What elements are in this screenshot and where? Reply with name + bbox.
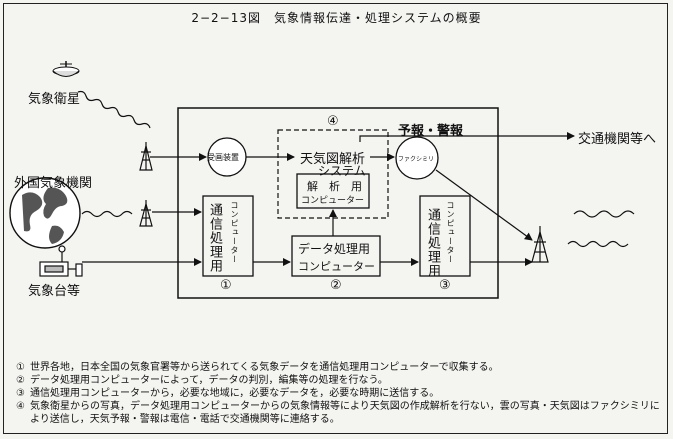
note-text: データ処理用コンピューターによって，データの判別，編集等の処理を行なう。 (30, 375, 388, 386)
marker-circle-1: ① (220, 278, 232, 293)
note-number: ② (16, 375, 25, 386)
label-comm-right-small: コンピューター (446, 201, 455, 264)
label-forecast: 予報・警報 (398, 124, 464, 139)
antenna-left-mid-icon (139, 200, 153, 227)
note-item: ③ 通信処理用コンピューターから，必要な地域に，必要なデータを，必要な時期に送信… (16, 387, 664, 400)
satellite-dish-icon (52, 61, 80, 77)
note-number: ① (16, 362, 25, 373)
broadcast-wave-1 (573, 210, 635, 218)
satellite-signal-wave (77, 90, 151, 129)
note-item: ④ 気象衛星からの写真，データ処理用コンピューターからの気象情報等により天気図の… (16, 400, 664, 426)
analysis-computer-box (296, 173, 370, 209)
note-text: 通信処理用コンピューターから，必要な地域に，必要なデータを，必要な時期に送信する… (30, 388, 440, 399)
globe-icon (9, 177, 81, 249)
note-number: ③ (16, 388, 25, 399)
note-item: ② データ処理用コンピューターによって，データの判別，編集等の処理を行なう。 (16, 374, 664, 387)
marker-circle-4: ④ (327, 114, 339, 129)
marker-circle-3: ③ (439, 278, 451, 293)
figure-title: 2−2−13図 気象情報伝達・処理システムの概要 (191, 11, 482, 25)
facsimile-circle (395, 136, 439, 180)
label-satellite: 気象衛星 (28, 92, 81, 107)
comm-computer-left-box (202, 195, 254, 277)
notes-list: ① 世界各地，日本全国の気象官署等から送られてくる気象データを通信処理用コンピュ… (16, 361, 664, 426)
broadcast-wave-2 (567, 240, 629, 248)
label-traffic: 交通機関等へ (578, 132, 657, 147)
marker-circle-2: ② (330, 278, 342, 293)
label-observatory: 気象台等 (28, 284, 81, 299)
arrow-forecast-to-traffic (359, 132, 575, 142)
antenna-right-icon (531, 226, 549, 263)
foreign-signal-wave (81, 210, 133, 218)
label-analysis-1: 解 析 用 (307, 180, 362, 193)
label-facsimile: ファクシミリ (398, 156, 435, 163)
arrow-facsimile-to-antenna (435, 169, 533, 241)
note-number: ④ (16, 401, 25, 412)
antenna-left-top-icon (139, 142, 153, 171)
label-comm-left-small: コンピューター (230, 201, 239, 264)
label-weather-system-2: システム (318, 164, 366, 178)
note-text: 世界各地，日本全国の気象官署等から送られてくる気象データを通信処理用コンピュータ… (30, 362, 499, 373)
note-text: 気象衛星からの写真，データ処理用コンピューターからの気象情報等により天気図の作成… (30, 401, 660, 425)
label-receiver: 受画装置 (207, 153, 239, 162)
figure-frame (3, 3, 668, 434)
label-analysis-2: コンピューター (301, 196, 365, 206)
comm-computer-right-box (419, 195, 471, 277)
label-weather-system-1: 天気図解析 (300, 152, 366, 167)
label-dataproc-1: データ処理用 (298, 242, 371, 256)
label-comm-right-big: 通信処理用 (425, 208, 440, 278)
weather-instrument-icon (39, 245, 83, 277)
system-outer-box (177, 107, 499, 299)
label-foreign-agency: 外国気象機関 (14, 176, 93, 191)
label-comm-left-big: 通信処理用 (207, 203, 222, 273)
note-item: ① 世界各地，日本全国の気象官署等から送られてくる気象データを通信処理用コンピュ… (16, 361, 664, 374)
label-dataproc-2: コンピューター (298, 260, 375, 273)
data-proc-computer-box (291, 235, 381, 277)
